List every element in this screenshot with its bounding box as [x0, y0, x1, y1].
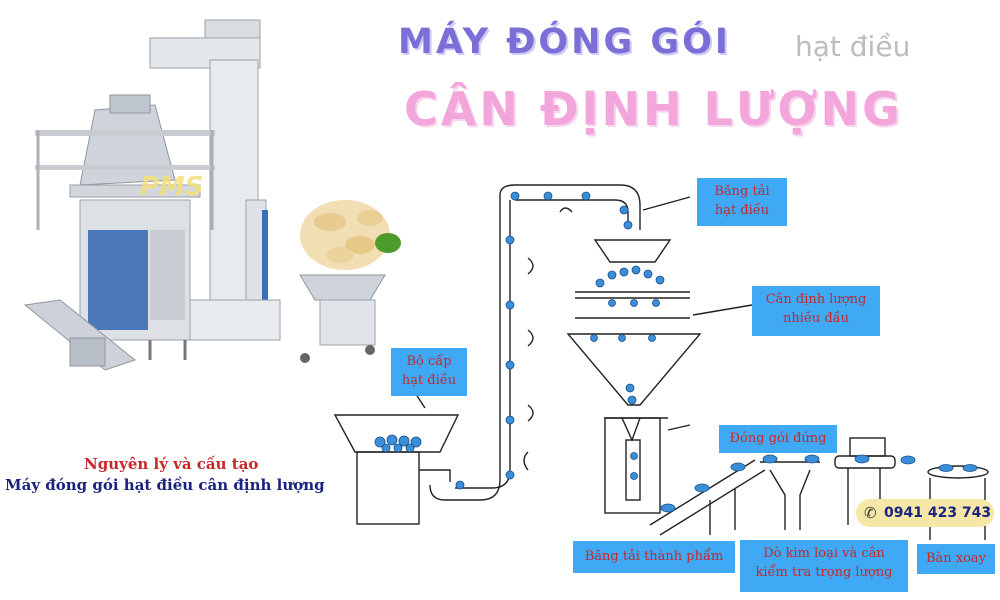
label-conveyor-line1: Băng tải — [714, 184, 770, 199]
label-feeder-line1: Bộ cấp — [406, 354, 452, 369]
label-packing: Đóng gói đứng — [719, 425, 837, 453]
label-weigher-line2: nhiều đầu — [782, 311, 850, 326]
label-metal-detect-line1: Dò kim loại và cân — [763, 546, 885, 561]
phone-icon: ✆ — [864, 504, 877, 522]
label-output-conveyor: Băng tải thành phẩm — [573, 541, 735, 573]
watermark: PMS — [140, 172, 204, 202]
label-feeder: Bộ cấp hạt điều — [391, 348, 467, 396]
label-metal-detect-line2: kiểm tra trọng lượng — [755, 565, 893, 580]
label-metal-detect: Dò kim loại và cân kiểm tra trọng lượng — [740, 540, 908, 592]
caption-line1: Nguyên lý và cấu tạo — [84, 455, 259, 473]
label-feeder-line2: hạt điều — [401, 373, 457, 388]
label-conveyor-line2: hạt điều — [714, 203, 770, 218]
phone-badge[interactable]: ✆ 0941 423 743 — [856, 499, 994, 527]
label-weigher: Cân định lượng nhiều đầu — [752, 286, 880, 336]
phone-number: 0941 423 743 — [884, 505, 992, 521]
title-line2: CÂN ĐỊNH LƯỢNG — [404, 82, 903, 136]
caption-line2: Máy đóng gói hạt điều cân định lượng — [5, 476, 325, 494]
label-weigher-line1: Cân định lượng — [765, 292, 867, 307]
title-line1: MÁY ĐÓNG GÓI — [398, 22, 731, 62]
label-conveyor: Băng tải hạt điều — [697, 178, 787, 226]
label-rotary-table: Bàn xoay — [917, 544, 995, 574]
title-suffix: hạt điều — [795, 30, 911, 63]
